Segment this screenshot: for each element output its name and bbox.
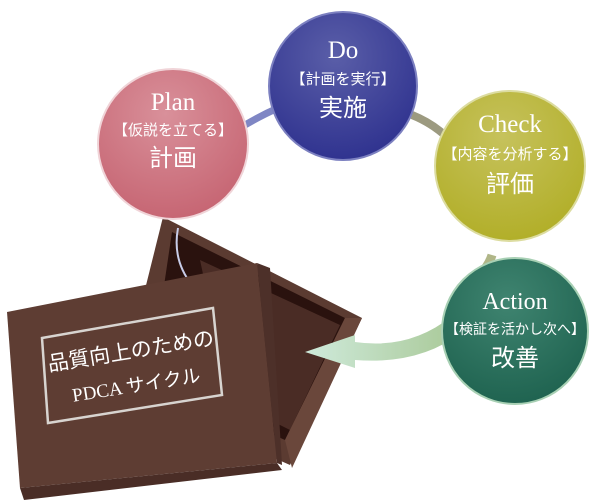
do-subtitle: 【計画を実行】 <box>290 70 395 88</box>
check-subtitle: 【内容を分析する】 <box>442 145 577 163</box>
plan-label: 計画 <box>149 144 197 172</box>
check-title: Check <box>478 111 542 138</box>
step-do: Do 【計画を実行】 実施 <box>268 11 418 161</box>
step-check: Check 【内容を分析する】 評価 <box>434 90 586 242</box>
check-label: 評価 <box>486 170 534 198</box>
action-label: 改善 <box>491 344 539 372</box>
do-title: Do <box>328 37 359 64</box>
plan-title: Plan <box>151 89 196 116</box>
box-lid: 品質向上のための PDCA サイクル <box>7 263 282 500</box>
do-label: 実施 <box>319 94 367 122</box>
plan-subtitle: 【仮説を立てる】 <box>113 121 233 139</box>
label-frame <box>40 306 224 425</box>
action-title: Action <box>482 289 547 315</box>
action-subtitle: 【検証を活かし次へ】 <box>445 322 585 338</box>
arrow-to-box <box>305 316 462 368</box>
step-action: Action 【検証を活かし次へ】 改善 <box>441 257 589 405</box>
step-plan: Plan 【仮説を立てる】 計画 <box>97 68 249 220</box>
